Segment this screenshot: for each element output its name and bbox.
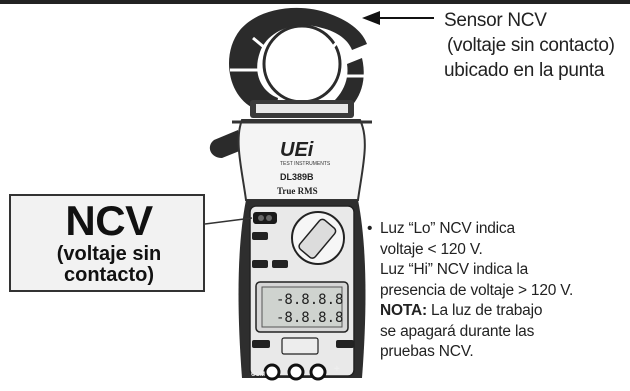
ncv-title: NCV	[65, 197, 153, 244]
plus-jack[interactable]	[309, 363, 327, 381]
note-line: Luz “Lo” NCV indica	[380, 220, 515, 237]
mid-jack[interactable]	[287, 363, 305, 381]
button-select[interactable]	[252, 340, 270, 348]
com-label: COM	[251, 372, 265, 378]
ncv-subtitle-line: contacto)	[64, 264, 154, 286]
note-line: La luz de trabajo	[426, 302, 543, 319]
top-border-line	[0, 0, 630, 4]
ncv-label-box: NCV (voltaje sin contacto)	[9, 194, 205, 292]
ncv-notes: • Luz “Lo” NCV indica voltaje < 120 V. Lu…	[367, 219, 627, 363]
lcd-top-reading: -8.8.8.8	[276, 292, 343, 308]
jaw-trigger	[209, 130, 242, 158]
true-rms-label: True RMS	[277, 186, 318, 196]
brand-subtext: TEST INSTRUMENTS	[280, 161, 331, 167]
sensor-ncv-callout: Sensor NCV (voltaje sin contacto) ubicad…	[444, 8, 630, 83]
brand-logo: UEi	[280, 139, 314, 161]
mode-switch[interactable]	[281, 337, 319, 355]
ncv-subtitle-line: (voltaje sin	[56, 243, 162, 265]
sensor-callout-line: (voltaje sin contacto)	[447, 35, 615, 56]
sensor-callout-line: ubicado en la punta	[444, 60, 605, 81]
clamp-jaw	[228, 7, 367, 118]
note-line: se apagará durante las	[380, 322, 535, 340]
note-line: Luz “Hi” NCV indica la	[380, 261, 529, 278]
lcd-bottom-reading: -8.8.8.8	[276, 310, 343, 326]
com-jack[interactable]	[263, 363, 281, 381]
note-line: pruebas NCV.	[380, 343, 474, 360]
bullet-mark: •	[367, 220, 373, 237]
button-range[interactable]	[252, 232, 268, 240]
model-label: DL389B	[280, 172, 314, 182]
sensor-callout-line: Sensor NCV	[444, 10, 547, 31]
note-line: voltaje < 120 V.	[380, 240, 483, 258]
ncv-led	[253, 212, 277, 224]
cat-rating-strip	[256, 104, 348, 113]
button-hz-duty[interactable]	[336, 340, 354, 348]
nota-label: NOTA:	[380, 302, 427, 319]
button-hold[interactable]	[252, 260, 268, 268]
note-line: presencia de voltaje > 120 V.	[380, 281, 574, 299]
plus-label: +	[334, 364, 340, 375]
button-maxmin[interactable]	[272, 260, 288, 268]
